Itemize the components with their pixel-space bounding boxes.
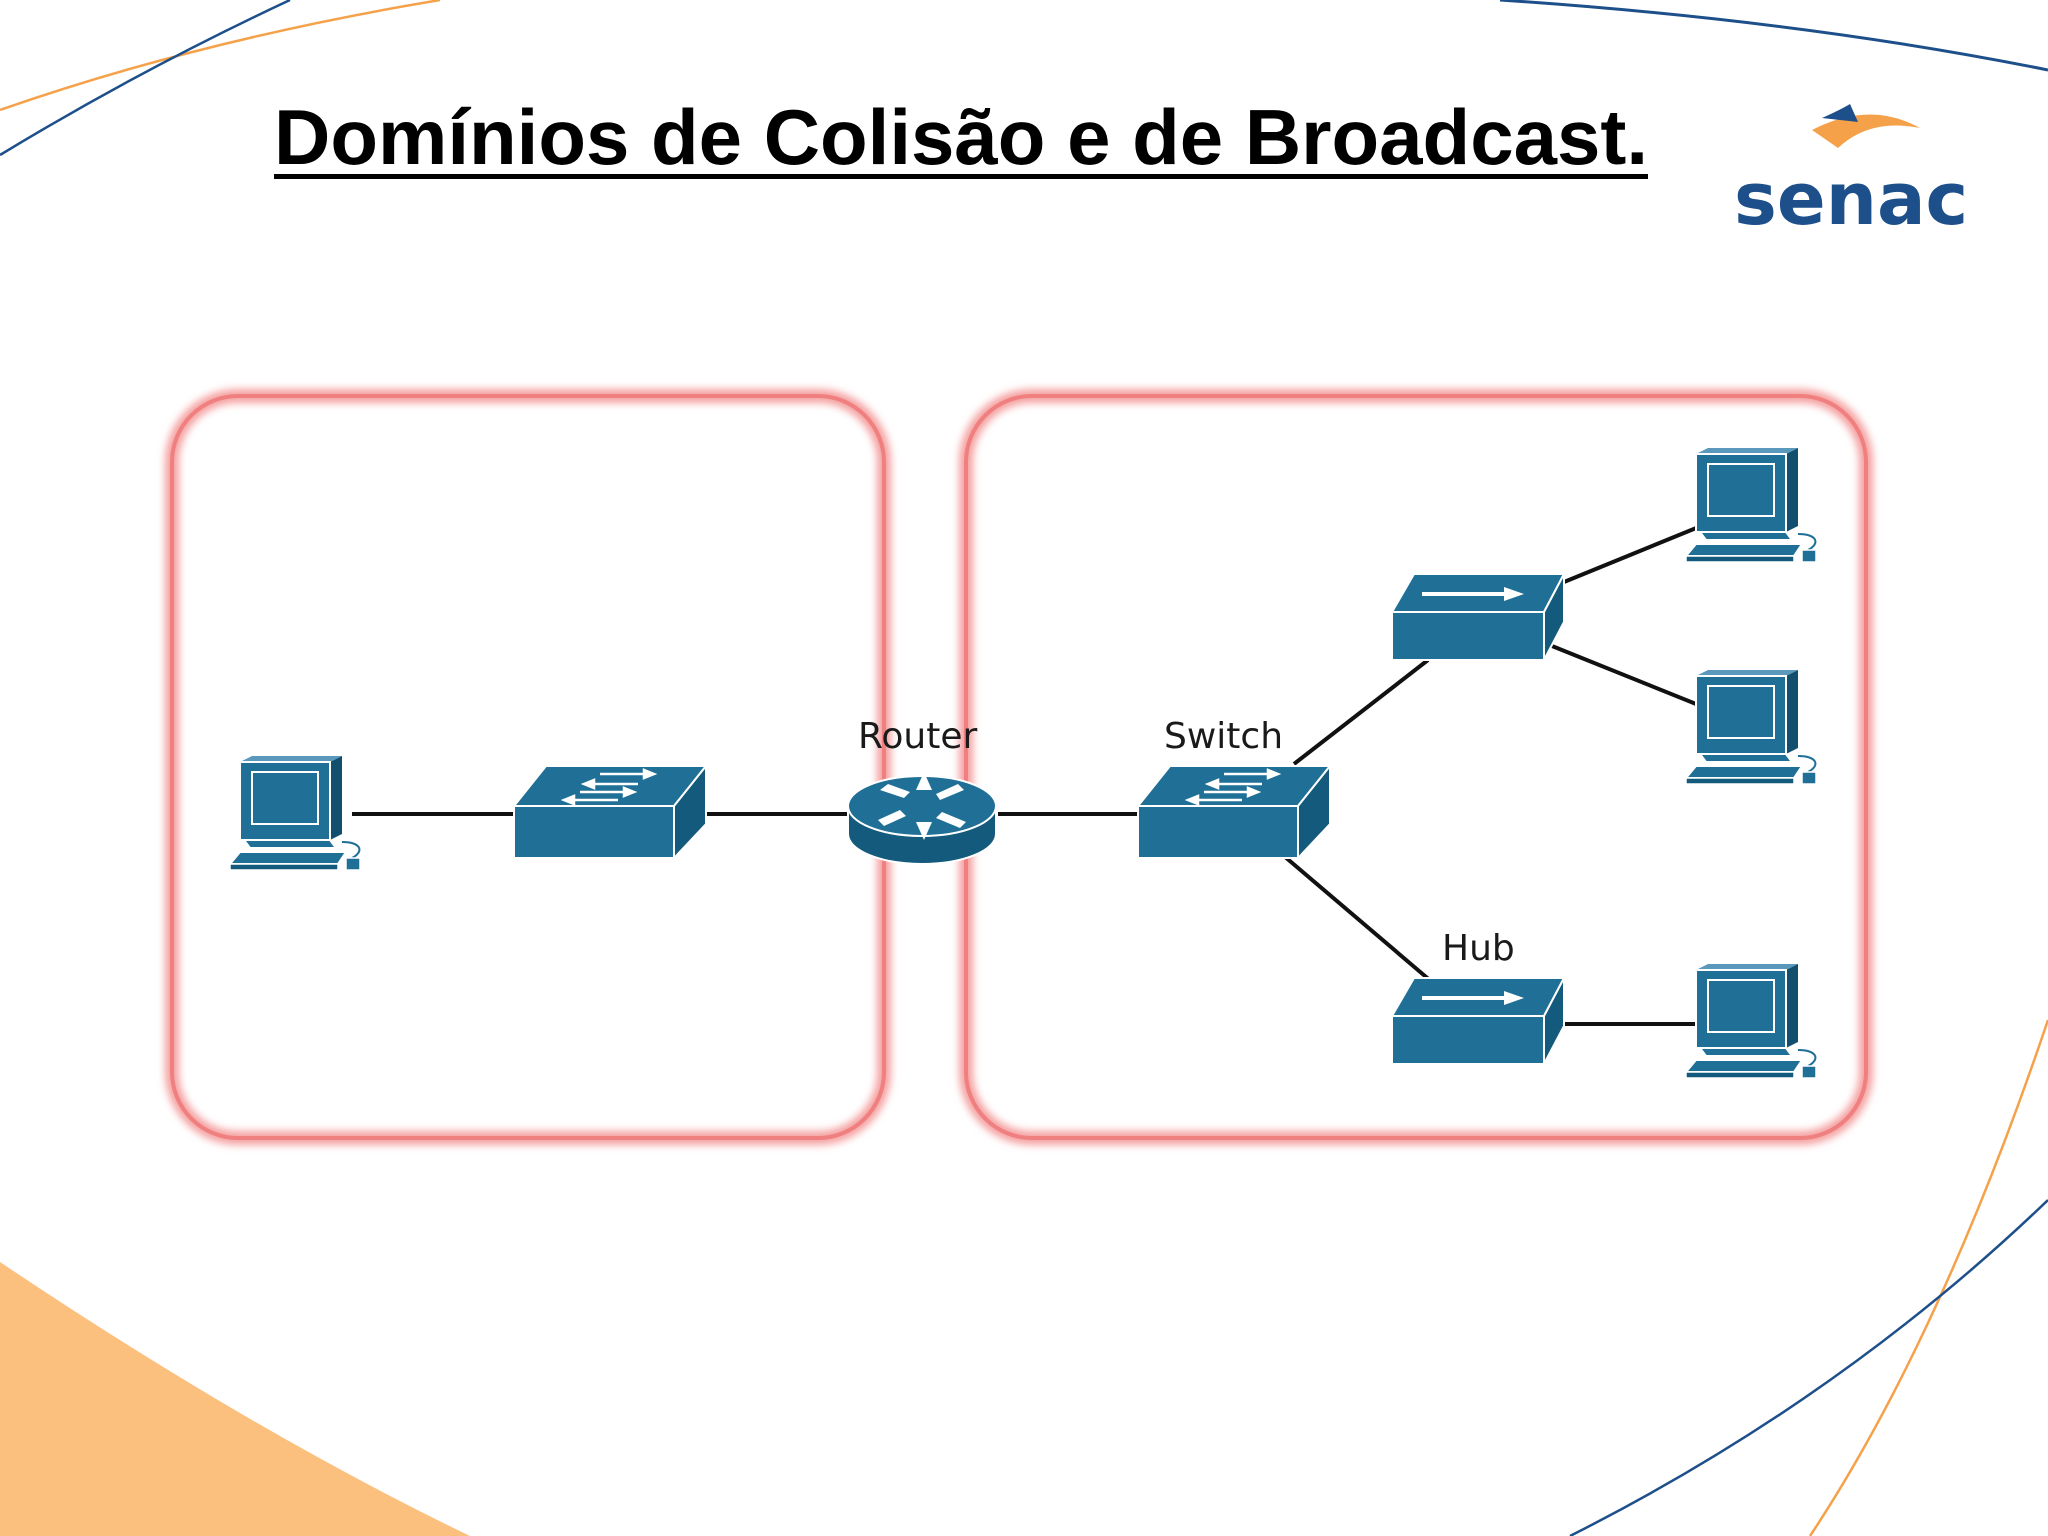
hub-bottom-icon [1390, 976, 1566, 1066]
link-hub-top-pc1 [1563, 522, 1707, 584]
domain-right [959, 389, 1873, 1145]
switch-label: Switch [1164, 716, 1283, 757]
domain-left [165, 389, 891, 1145]
slide-title: Domínios de Colisão e de Broadcast. [274, 93, 1648, 181]
pc-right-2-icon [1685, 669, 1817, 785]
link-hub-top-pc2 [1551, 644, 1707, 710]
pc-right-1-icon [1685, 447, 1817, 563]
switch-left-icon [512, 764, 708, 860]
router-label: Router [858, 716, 978, 757]
router-icon [847, 772, 997, 865]
link-switch-hub-bottom [1282, 854, 1434, 984]
hub-top-icon [1390, 572, 1566, 662]
senac-logo: senac [1734, 104, 1968, 241]
pc-right-3-icon [1685, 963, 1817, 1079]
logo-text: senac [1734, 157, 1968, 241]
hub-label: Hub [1442, 928, 1515, 969]
link-switch-hub-top [1292, 658, 1430, 766]
switch-right-icon [1136, 764, 1332, 860]
links [352, 522, 1707, 1026]
logo-swoosh [1812, 114, 1920, 148]
corner-orange-shape [0, 1262, 470, 1536]
pc-left-icon [229, 755, 361, 871]
